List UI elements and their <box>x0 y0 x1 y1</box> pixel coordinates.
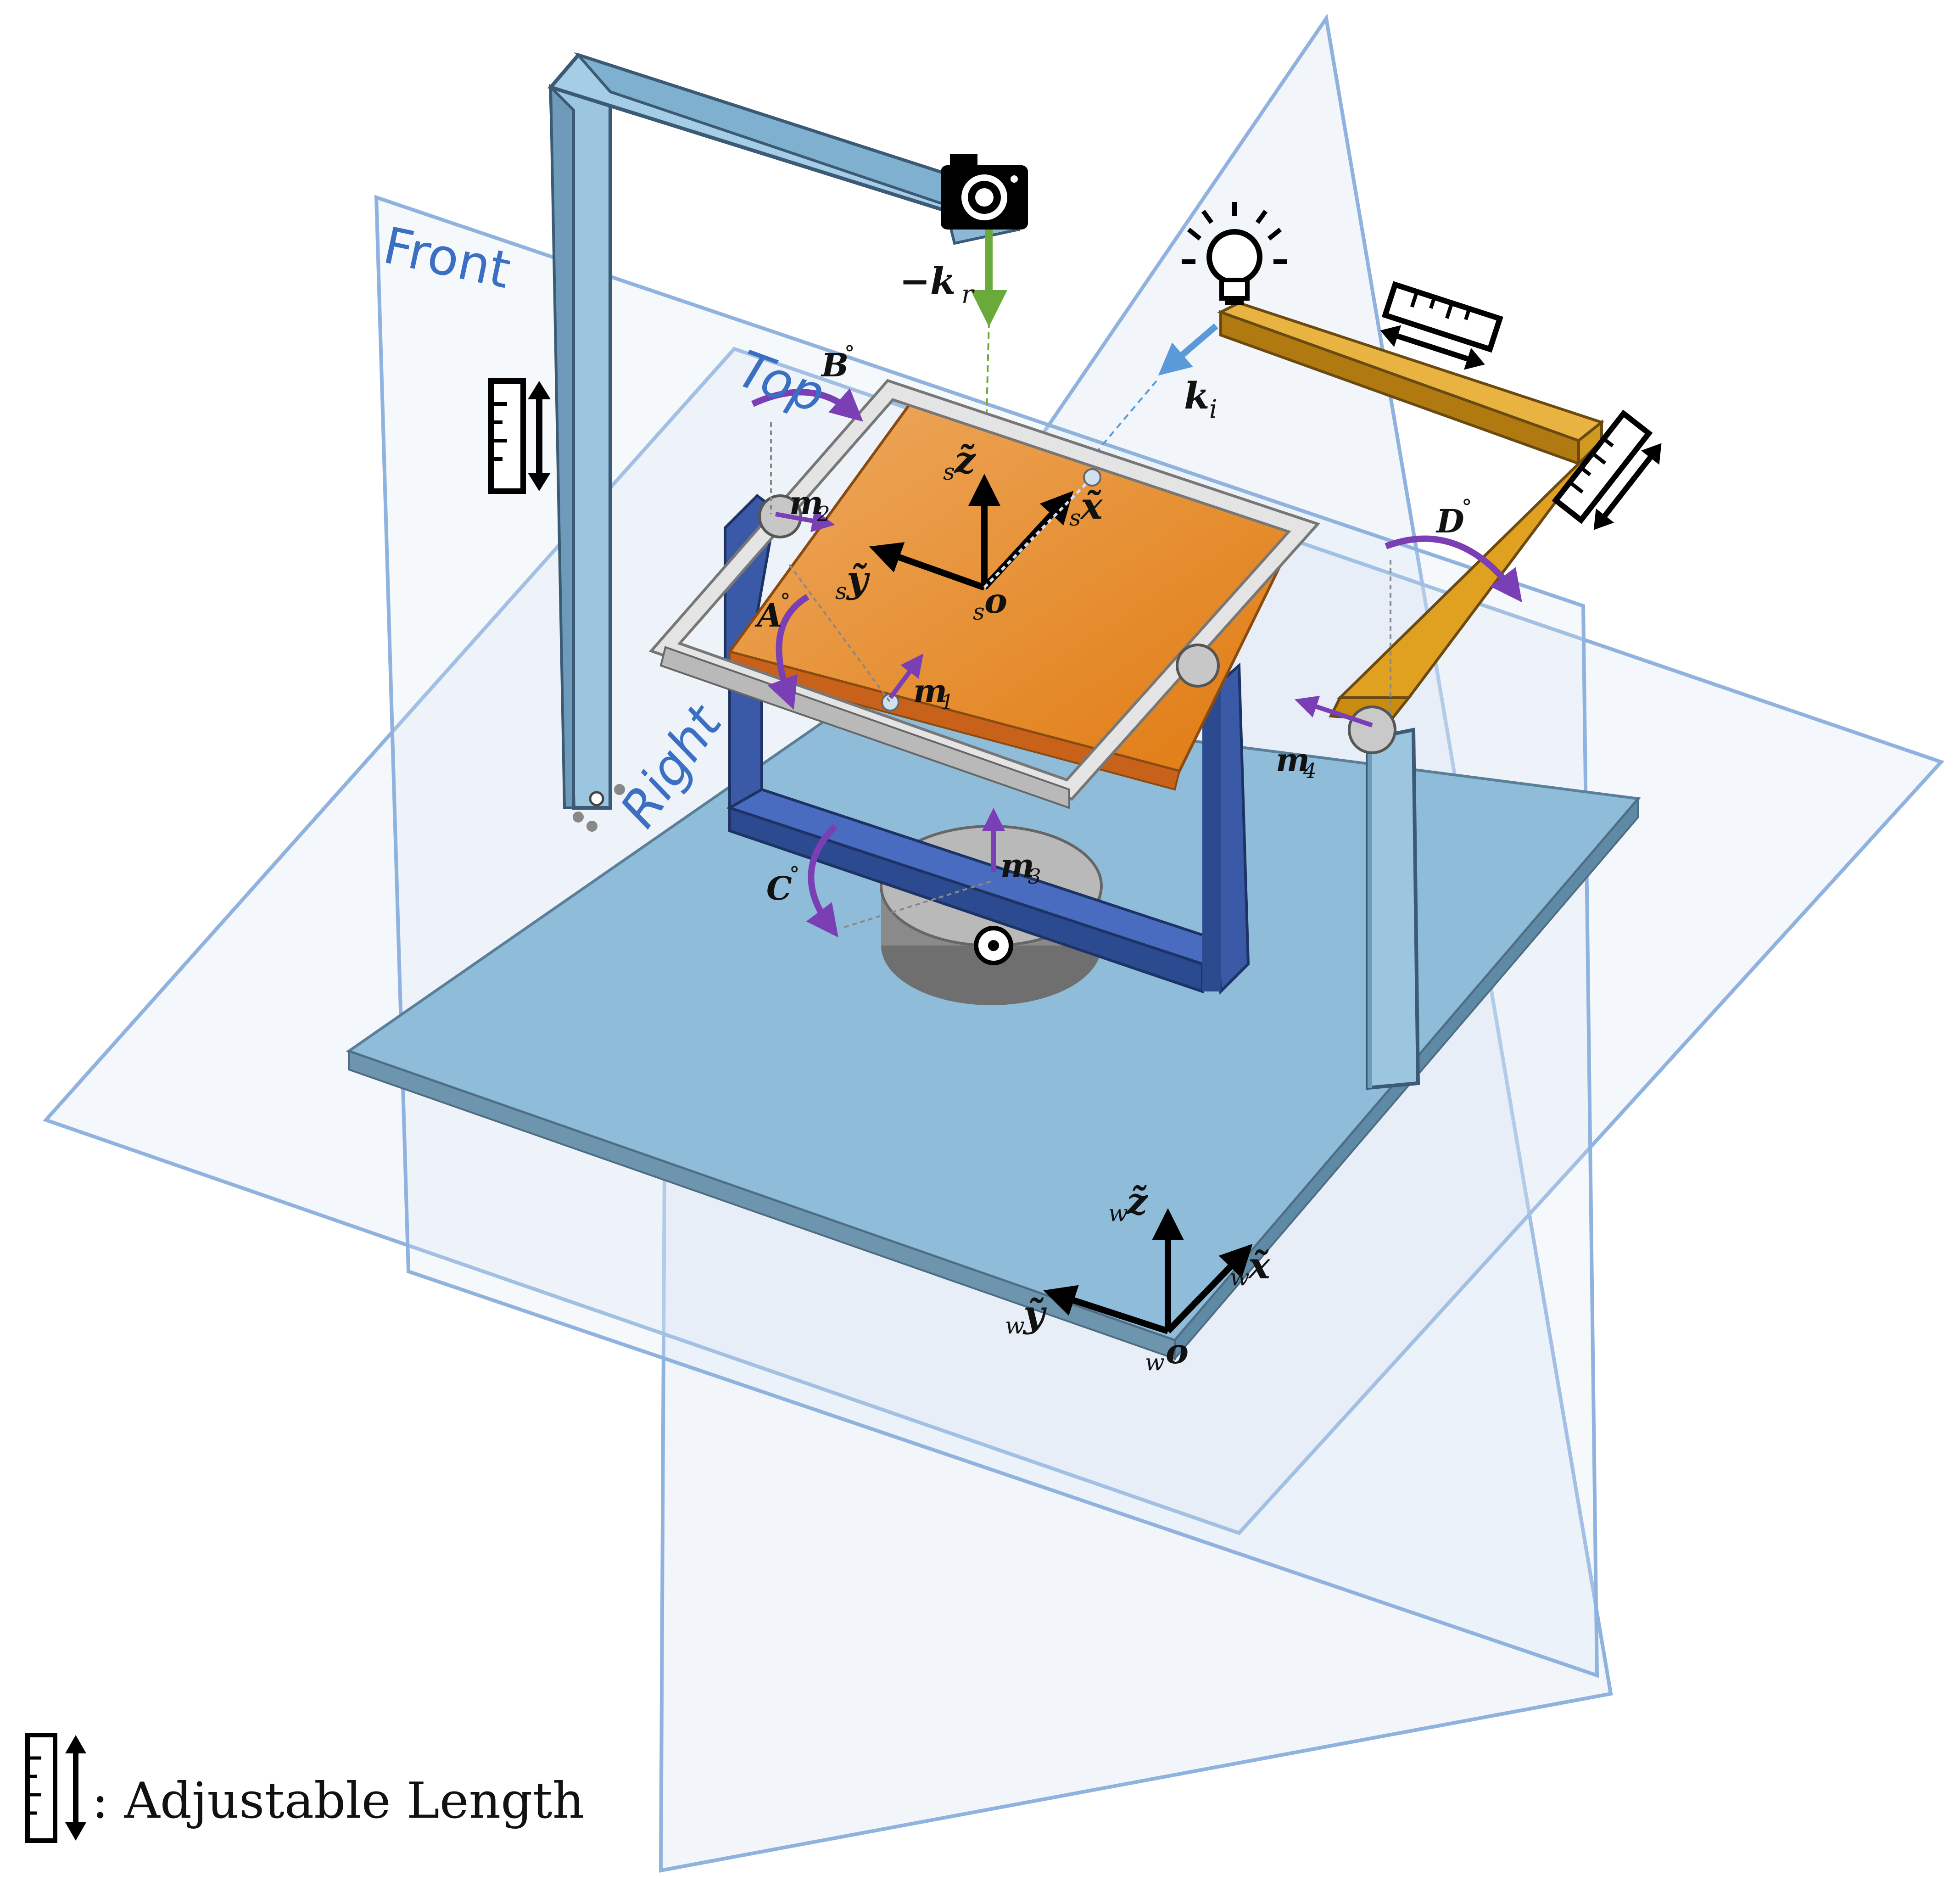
world-z-label: z̃ <box>1126 1180 1148 1223</box>
sample-z-pre: s <box>943 459 955 485</box>
motor-vectors <box>775 509 1373 872</box>
light-post <box>1366 728 1420 1090</box>
sample-y-label: ỹ <box>846 558 871 601</box>
light-vector-label: k <box>1184 374 1209 417</box>
angle-a-deg: ° <box>780 589 791 613</box>
world-y-pre: w <box>1005 1312 1025 1339</box>
m4-label: m <box>1276 741 1310 779</box>
sample-origin-pre: s <box>973 599 985 625</box>
arm-ruler-vertical <box>1552 409 1662 530</box>
ruler-icon <box>488 378 551 494</box>
sample-z-label: z̃ <box>954 438 976 481</box>
world-x-label: x̃ <box>1247 1244 1271 1287</box>
rotation-b <box>751 388 863 514</box>
rotation-a <box>767 564 891 710</box>
m1-sub: 1 <box>941 690 954 714</box>
camera-vector-label: −k <box>899 259 955 302</box>
world-origin-label: o <box>1166 1331 1189 1372</box>
angle-d-label: D <box>1435 502 1464 540</box>
light-vector-sub: i <box>1209 394 1217 424</box>
sample-x-pre: s <box>1069 504 1081 531</box>
legend-ruler-icon <box>25 1733 86 1843</box>
sample-origin-label: o <box>984 581 1007 621</box>
rotation-c <box>806 824 992 938</box>
gimbal-yoke <box>724 494 1250 995</box>
m4-sub: 4 <box>1303 759 1317 783</box>
lightbulb-icon <box>1182 202 1287 305</box>
legend-text: : Adjustable Length <box>92 1772 584 1830</box>
angle-a-label: A <box>754 596 782 634</box>
sample-y-pre: s <box>835 578 847 605</box>
world-y-label: ỹ <box>1022 1292 1047 1335</box>
m3-label: m <box>1000 846 1034 885</box>
sample-axes <box>869 474 1094 591</box>
angle-b-label: B <box>821 346 849 384</box>
legend: : Adjustable Length <box>25 1733 584 1843</box>
angle-c-deg: ° <box>789 862 800 886</box>
angle-b-deg: ° <box>844 341 855 365</box>
camera-vector-sub: r <box>961 280 975 309</box>
world-axes <box>1043 1208 1253 1334</box>
world-origin-pre: w <box>1145 1349 1165 1376</box>
m1-label: m <box>913 672 947 710</box>
world-z-pre: w <box>1108 1200 1128 1226</box>
angle-c-label: C <box>766 869 792 907</box>
m3-sub: 3 <box>1028 864 1041 889</box>
camera-icon <box>941 154 1028 230</box>
outer-frame <box>648 379 1320 809</box>
m2-sub: 2 <box>816 502 830 526</box>
arm-ruler-horizontal <box>1380 281 1503 370</box>
m2-label: m <box>789 484 823 522</box>
sample-x-label: x̃ <box>1080 484 1103 527</box>
angle-d-deg: ° <box>1462 495 1472 519</box>
world-x-pre: w <box>1230 1264 1250 1291</box>
rotation-d <box>1385 535 1522 716</box>
